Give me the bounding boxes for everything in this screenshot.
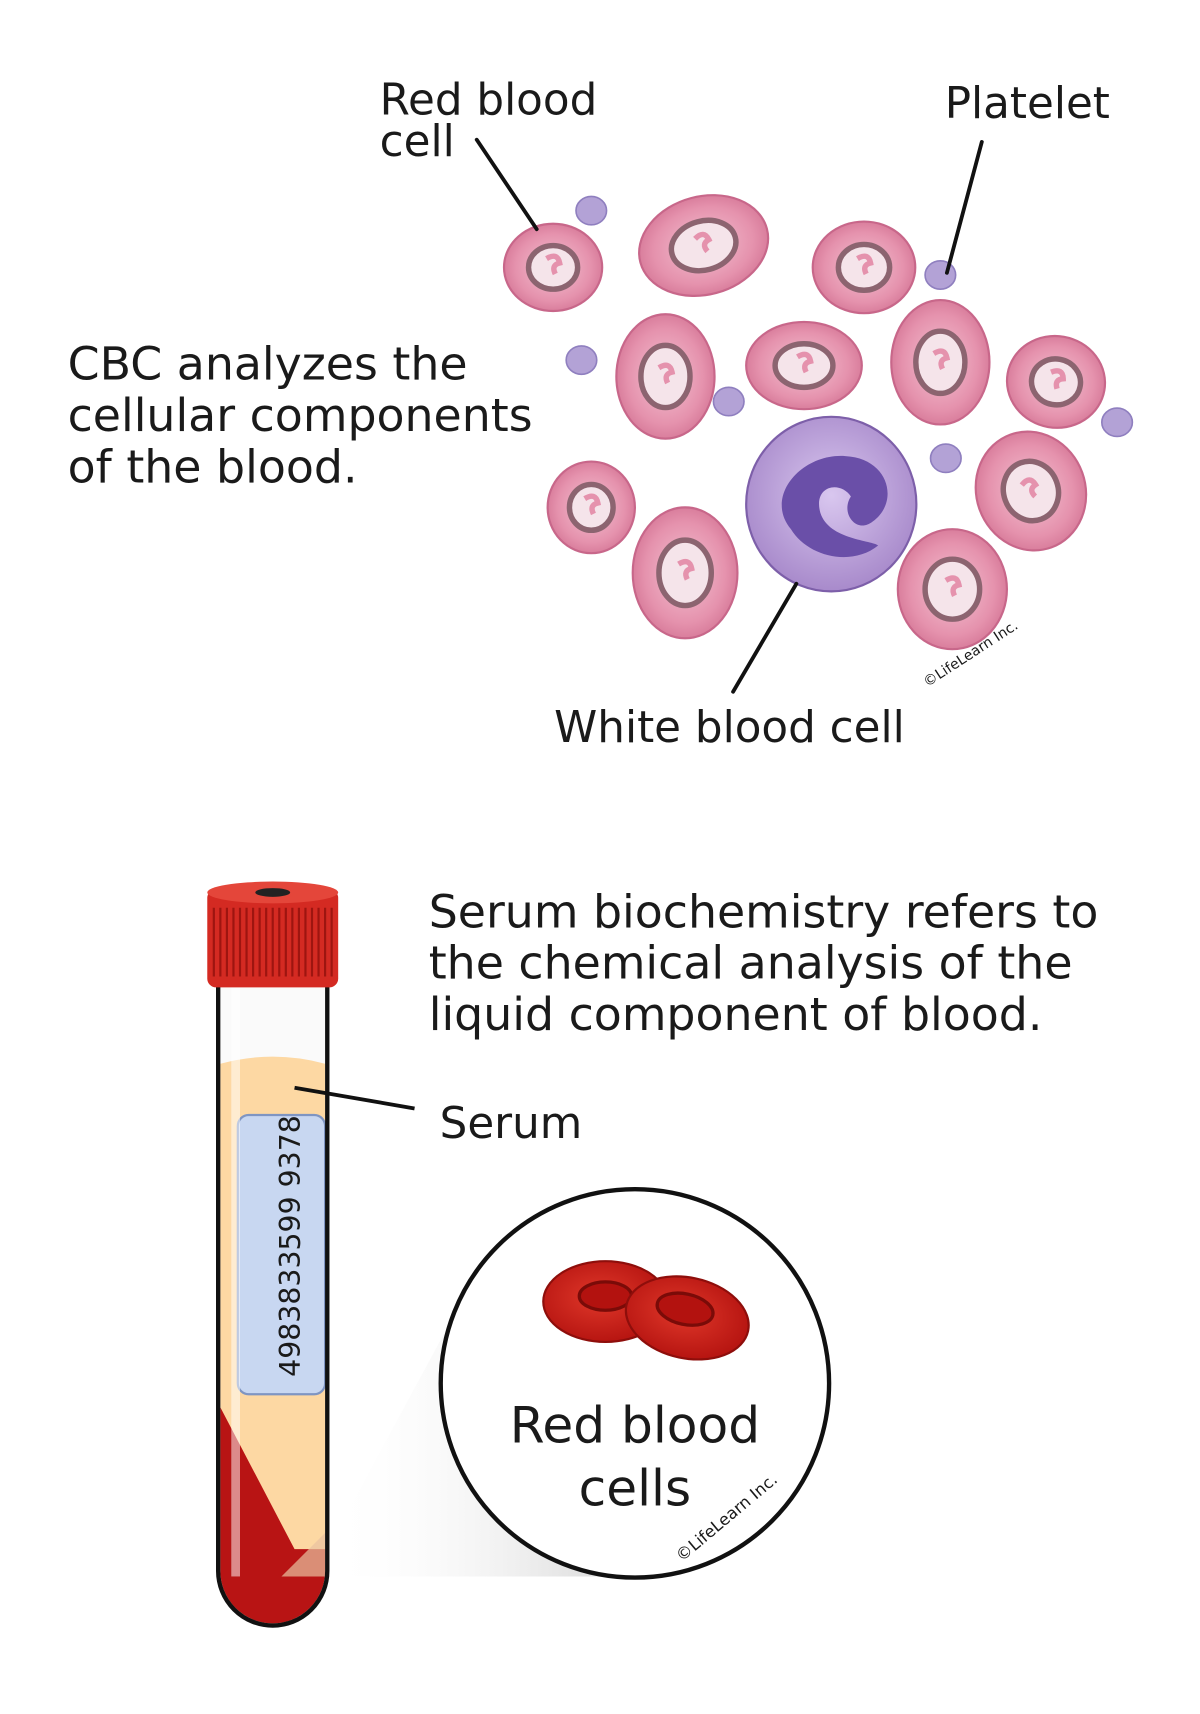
nucleus-shape bbox=[781, 455, 888, 558]
tube-cap bbox=[207, 881, 339, 988]
red-blood-cell bbox=[974, 430, 1088, 552]
platelet bbox=[924, 260, 957, 290]
svg-text:liquid component of blood.: liquid component of blood. bbox=[429, 987, 1043, 1041]
red-blood-cell bbox=[896, 528, 1008, 651]
red-blood-cells bbox=[502, 194, 1107, 651]
red-blood-cell bbox=[811, 220, 917, 315]
serum-description: Serum biochemistry refers to the chemica… bbox=[429, 884, 1099, 1041]
svg-text:CBC analyzes the: CBC analyzes the bbox=[68, 337, 468, 391]
inset-label: Red blood bbox=[510, 1395, 760, 1454]
platelets bbox=[565, 195, 1134, 474]
red-blood-cell bbox=[631, 506, 739, 640]
red-blood-cell bbox=[502, 222, 604, 313]
tube-label-number: 4983833599 9378 bbox=[274, 1115, 307, 1377]
platelet bbox=[565, 345, 598, 376]
red-blood-cell-label-2: cell bbox=[380, 117, 455, 167]
cbc-line: of the blood. bbox=[68, 439, 358, 493]
platelet bbox=[1101, 407, 1134, 438]
svg-text:cellular components: cellular components bbox=[68, 388, 533, 442]
inset-rbc bbox=[542, 1260, 750, 1361]
platelet bbox=[929, 443, 962, 474]
serum-label: Serum bbox=[440, 1099, 583, 1149]
serum-leader-line bbox=[294, 1085, 415, 1111]
platelet bbox=[575, 195, 608, 226]
cbc-line: cellular components bbox=[68, 388, 533, 442]
cbc-description: CBC analyzes the cellular components of … bbox=[68, 337, 533, 494]
platelet bbox=[712, 386, 745, 417]
white-blood-cell-label: White blood cell bbox=[554, 703, 905, 753]
inset-label-2: cells bbox=[579, 1459, 691, 1518]
rbc-inset-circle: Red blood cells ©LifeLearn Inc. bbox=[438, 1187, 832, 1580]
red-blood-cell bbox=[1005, 334, 1107, 429]
svg-text:Serum biochemistry refers to: Serum biochemistry refers to bbox=[429, 884, 1099, 938]
leader-lines bbox=[474, 137, 984, 694]
svg-text:of the blood.: of the blood. bbox=[68, 439, 358, 493]
red-blood-cell bbox=[745, 320, 863, 411]
test-tube: 4983833599 9378 bbox=[207, 881, 339, 1628]
cbc-line: CBC analyzes the bbox=[68, 337, 468, 391]
red-blood-cell bbox=[638, 194, 770, 297]
red-blood-cell-label: Red blood bbox=[380, 76, 598, 126]
red-blood-cell bbox=[890, 299, 991, 426]
svg-text:the chemical analysis of the: the chemical analysis of the bbox=[429, 936, 1073, 990]
red-blood-cell bbox=[615, 313, 716, 440]
red-blood-cell bbox=[546, 460, 636, 555]
white-blood-cell bbox=[745, 415, 918, 593]
platelet-label: Platelet bbox=[945, 79, 1110, 129]
